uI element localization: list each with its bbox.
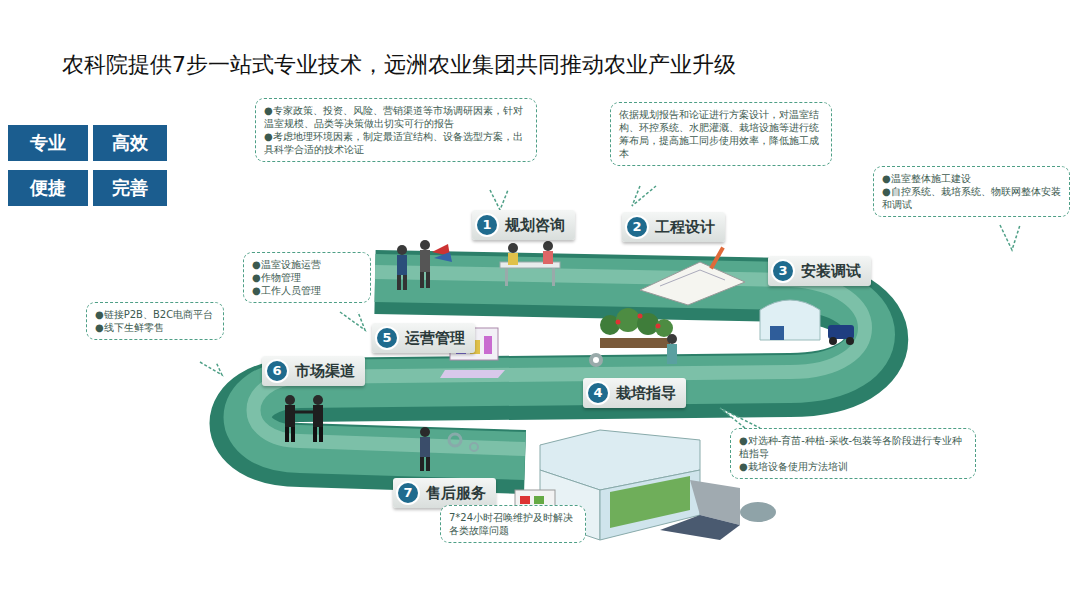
step-label: 4 栽培指导 <box>583 378 686 408</box>
callout-text: ●工作人员管理 <box>252 284 362 297</box>
callout-text: ●考虑地理环境因素，制定最适宜结构、设备选型方案，出具科学合适的技术论证 <box>264 130 528 156</box>
feature-box: 便捷 <box>8 170 88 206</box>
step-label: 1 规划咨询 <box>472 210 575 240</box>
callout-text: ●作物管理 <box>252 271 362 284</box>
feature-text: 专业 <box>30 132 66 153</box>
callout-box: ●温室设施运营●作物管理●工作人员管理 <box>243 252 371 303</box>
callout-tails <box>200 186 1020 505</box>
callout-box: 依据规划报告和论证进行方案设计，对温室结构、环控系统、水肥灌溉、栽培设施等进行统… <box>610 102 832 166</box>
page-title: 农科院提供7步一站式专业技术，远洲农业集团共同推动农业产业升级 <box>62 50 736 80</box>
step-number: 7 <box>396 481 420 505</box>
step-label: 6 市场渠道 <box>262 356 365 386</box>
feature-box: 高效 <box>93 125 167 161</box>
feature-text: 高效 <box>112 132 148 153</box>
feature-box: 专业 <box>8 125 88 161</box>
step-number: 6 <box>265 359 289 383</box>
callout-text: ●链接P2B、B2C电商平台 <box>95 308 215 321</box>
callout-text: 7*24小时召唤维护及时解决各类故障问题 <box>449 511 577 537</box>
callout-text: ●对选种-育苗-种植-采收-包装等各阶段进行专业种植指导 <box>739 434 967 460</box>
step-name: 售后服务 <box>426 484 486 503</box>
step-label: 5 运营管理 <box>372 323 475 353</box>
callout-box: ●链接P2B、B2C电商平台●线下生鲜零售 <box>86 302 224 340</box>
blueprint <box>640 247 745 305</box>
feature-box: 完善 <box>93 170 167 206</box>
callout-text: ●温室设施运营 <box>252 258 362 271</box>
step-label: 2 工程设计 <box>622 212 725 242</box>
planning-figures <box>397 240 560 290</box>
step-label: 7 售后服务 <box>393 478 496 508</box>
step-number: 1 <box>475 213 499 237</box>
callout-text: ●自控系统、栽培系统、物联网整体安装和调试 <box>882 185 1061 211</box>
step-name: 规划咨询 <box>505 216 565 235</box>
callout-text: ●栽培设备使用方法培训 <box>739 460 967 473</box>
callout-box: ●温室整体施工建设●自控系统、栽培系统、物联网整体安装和调试 <box>873 166 1070 217</box>
step-number: 3 <box>771 259 795 283</box>
step-name: 安装调试 <box>801 262 861 281</box>
step-name: 工程设计 <box>655 218 715 237</box>
callout-text: ●温室整体施工建设 <box>882 172 1061 185</box>
step-number: 5 <box>375 326 399 350</box>
step-number: 2 <box>625 215 649 239</box>
callout-text: ●线下生鲜零售 <box>95 321 215 334</box>
callout-text: 依据规划报告和论证进行方案设计，对温室结构、环控系统、水肥灌溉、栽培设施等进行统… <box>619 108 823 160</box>
callout-box: ●对选种-育苗-种植-采收-包装等各阶段进行专业种植指导●栽培设备使用方法培训 <box>730 428 976 479</box>
step-label: 3 安装调试 <box>768 256 871 286</box>
step-name: 运营管理 <box>405 329 465 348</box>
callout-box: ●专家政策、投资、风险、营销渠道等市场调研因素，针对温室规模、品类等决策做出切实… <box>255 98 537 162</box>
callout-box: 7*24小时召唤维护及时解决各类故障问题 <box>440 505 586 543</box>
step-name: 栽培指导 <box>616 384 676 403</box>
callout-text: ●专家政策、投资、风险、营销渠道等市场调研因素，针对温室规模、品类等决策做出切实… <box>264 104 528 130</box>
feature-text: 便捷 <box>30 177 66 198</box>
step-number: 4 <box>586 381 610 405</box>
service-figure <box>420 427 478 471</box>
step-name: 市场渠道 <box>295 362 355 381</box>
handshake <box>285 395 323 442</box>
feature-text: 完善 <box>112 177 148 198</box>
plants <box>589 308 677 367</box>
install-scene <box>760 300 854 345</box>
